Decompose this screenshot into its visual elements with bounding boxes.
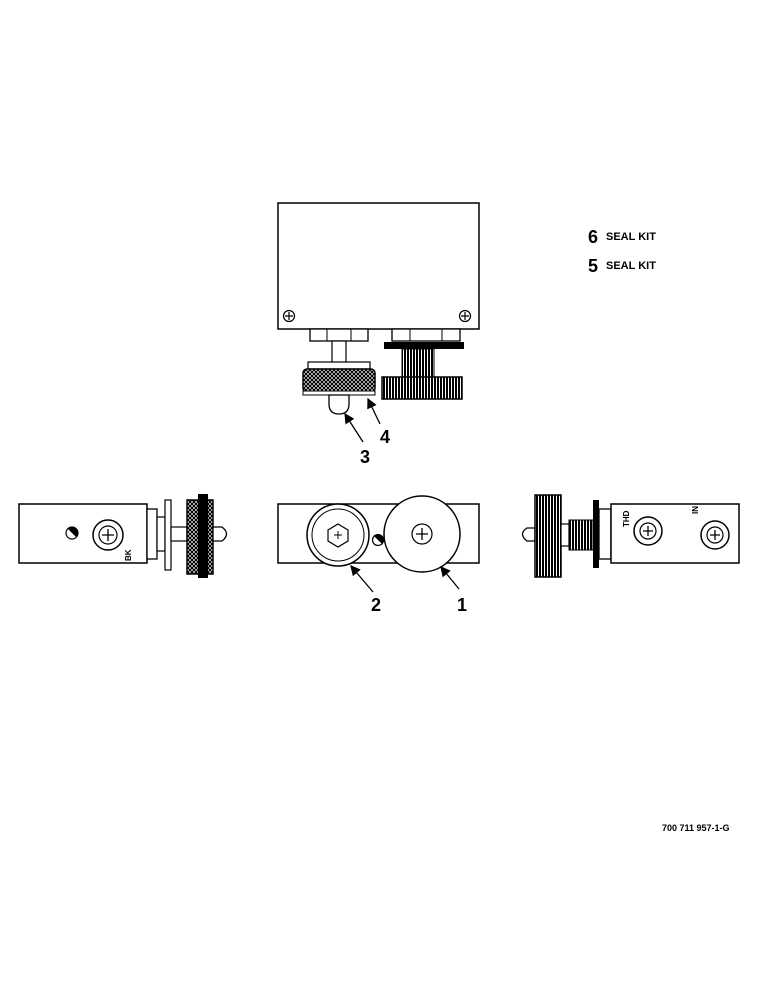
port-fitting (700, 520, 730, 550)
valve-stem (331, 340, 347, 364)
port-fitting (92, 519, 124, 551)
top-view: 4 3 (277, 202, 480, 467)
front-view: 2 1 (277, 495, 480, 615)
legend-number: 6 (588, 227, 598, 247)
callout-item-3: 3 (360, 447, 370, 467)
screw-icon (458, 309, 472, 323)
port-fitting (633, 516, 663, 546)
callout-item-4: 4 (380, 427, 390, 447)
right-side-view: THD IN (521, 494, 740, 578)
legend-number: 5 (588, 256, 598, 276)
valve-body-top (277, 202, 480, 330)
knob-item-2 (306, 503, 370, 567)
port-marker-icon (65, 526, 79, 540)
screw-icon (282, 309, 296, 323)
callout-item-1: 1 (457, 595, 467, 615)
washer (307, 361, 371, 370)
spring (568, 519, 594, 551)
adjustment-knob (534, 494, 562, 578)
cap-nut-item-3 (328, 394, 350, 415)
knurled-knob-item-4 (302, 368, 376, 393)
parts-legend: 6 SEAL KIT 5 SEAL KIT (588, 227, 656, 276)
drawing-number: 700 711 957-1-G (662, 823, 730, 833)
adjustment-knob (381, 376, 463, 400)
port-marker-icon (371, 533, 385, 547)
knob-item-1 (383, 495, 461, 573)
legend-label: SEAL KIT (606, 260, 656, 272)
callout-item-2: 2 (371, 595, 381, 615)
hex-nut (391, 328, 461, 342)
hex-nut (309, 328, 369, 342)
port-label-thd: THD (622, 510, 631, 527)
washer (384, 342, 464, 349)
port-label-in: IN (691, 506, 700, 514)
spring (401, 348, 435, 378)
legend-label: SEAL KIT (606, 231, 656, 243)
port-label-bk: BK (124, 549, 133, 561)
left-side-view: BK (18, 494, 228, 578)
